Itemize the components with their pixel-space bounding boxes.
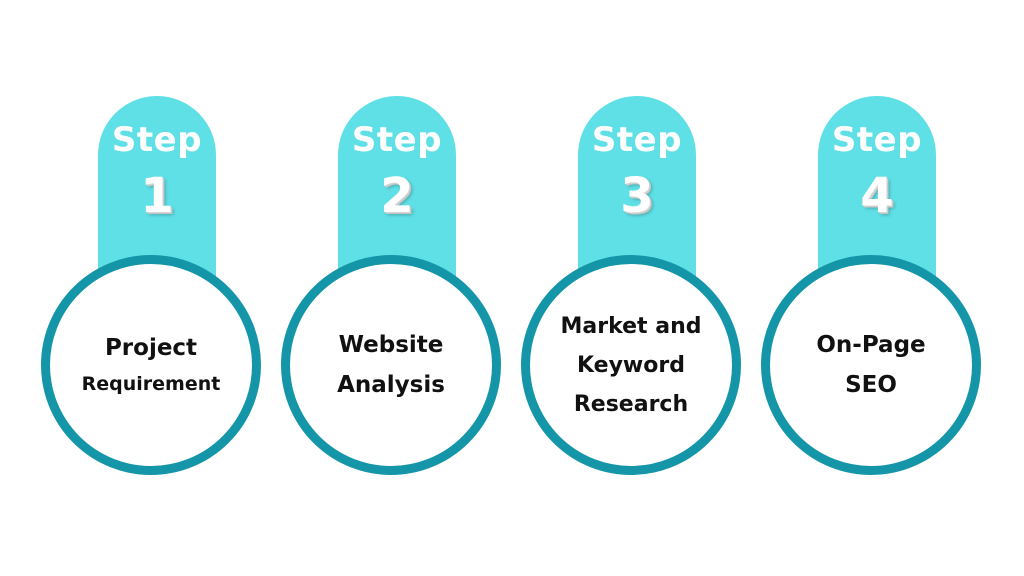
step-3: Step 3 Market and Keyword Research (517, 96, 757, 475)
step-2-title-line-1: Website (338, 332, 444, 358)
step-3-circle: Market and Keyword Research (521, 255, 741, 475)
step-1: Step 1 Project Requirement (37, 96, 277, 475)
step-2-number: 2 (380, 168, 414, 224)
step-4-title-line-1: On-Page (816, 332, 926, 358)
step-2-circle: Website Analysis (281, 255, 501, 475)
step-3-title-line-3: Research (573, 391, 689, 417)
step-4-circle: On-Page SEO (761, 255, 981, 475)
step-4-word: Step (831, 120, 923, 160)
step-3-number: 3 (620, 168, 654, 224)
step-1-word: Step (111, 120, 203, 160)
step-3-title-line-1: Market and (560, 313, 702, 339)
step-3-title-line-2: Keyword (577, 352, 685, 378)
step-1-title-line-2: Requirement (81, 373, 221, 395)
step-1-number: 1 (140, 168, 174, 224)
step-1-title-line-1: Project (104, 335, 198, 361)
step-3-title: Market and Keyword Research (553, 307, 710, 424)
step-3-word: Step (591, 120, 683, 160)
step-2-title: Website Analysis (329, 325, 453, 405)
step-2: Step 2 Website Analysis (277, 96, 517, 475)
step-4-number: 4 (860, 168, 894, 224)
step-4: Step 4 On-Page SEO (757, 96, 997, 475)
step-2-word: Step (351, 120, 443, 160)
step-1-title: Project Requirement (74, 329, 229, 401)
step-4-title: On-Page SEO (808, 325, 933, 405)
step-2-title-line-2: Analysis (337, 372, 445, 398)
step-1-circle: Project Requirement (41, 255, 261, 475)
step-4-title-line-2: SEO (845, 372, 897, 398)
